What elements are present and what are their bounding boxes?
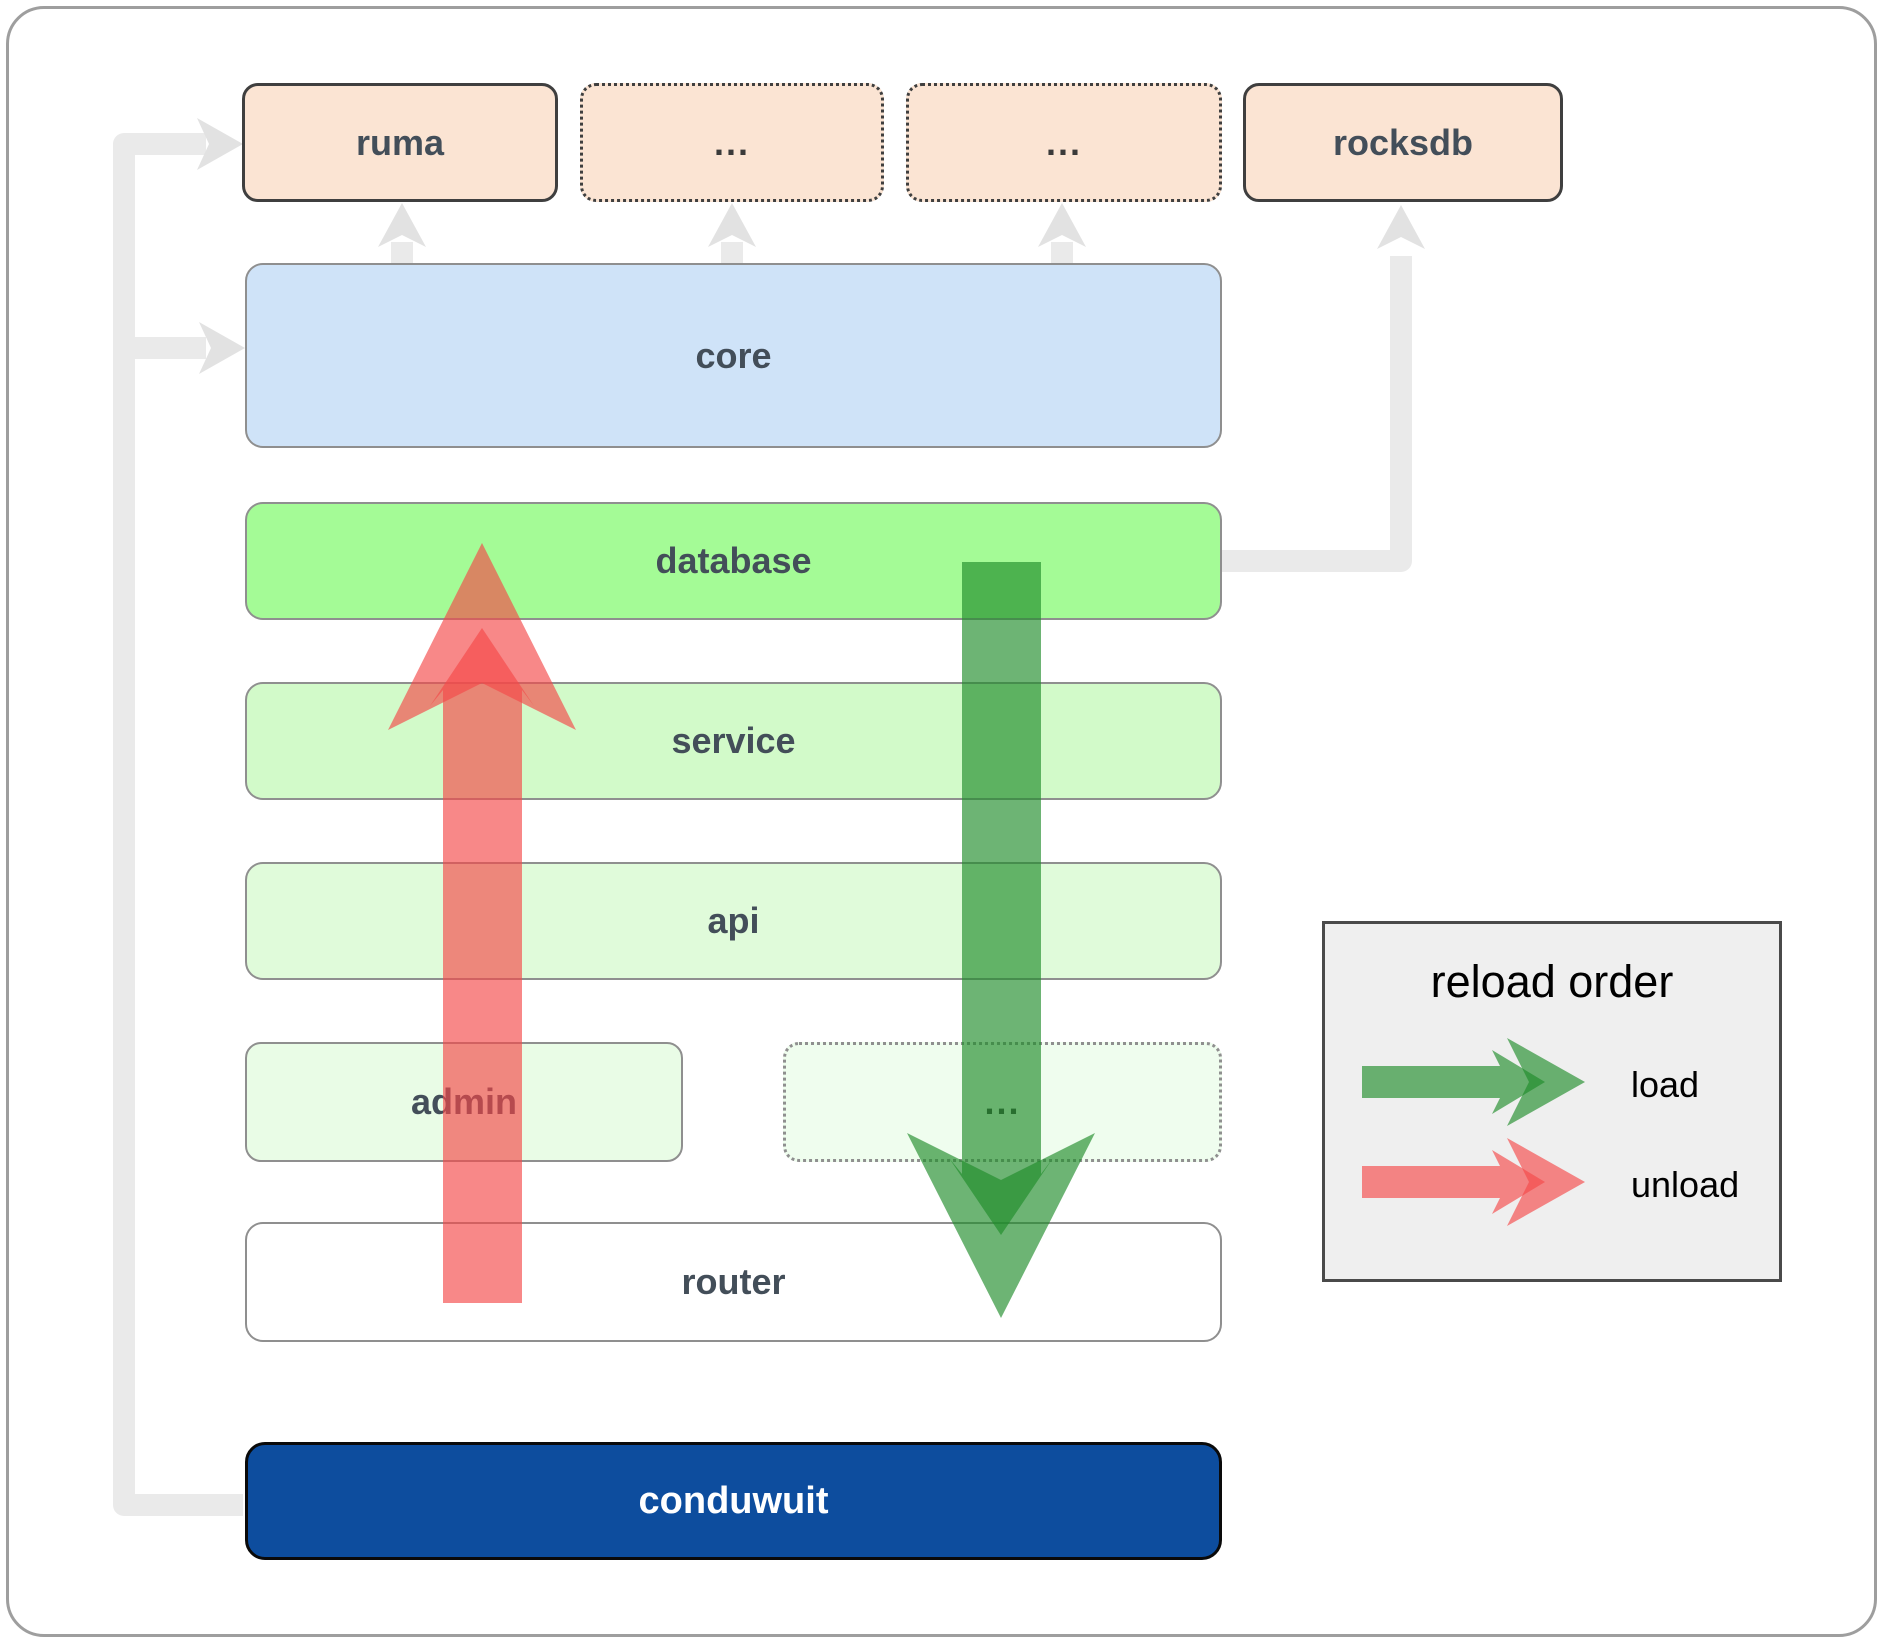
box-service: service: [245, 682, 1222, 800]
arrowhead-core-to-ruma: [378, 203, 426, 247]
box-api: api: [245, 862, 1222, 980]
arrowhead-into-core: [199, 322, 245, 374]
box-ruma: ruma: [242, 83, 558, 202]
database-to-rocksdb-line: [1221, 256, 1412, 572]
box-core-label: core: [695, 334, 772, 376]
box-rocksdb: rocksdb: [1243, 83, 1563, 202]
legend-title: reload order: [1430, 956, 1674, 1007]
box-ellipsis-bottom: ...: [783, 1042, 1222, 1162]
box-core: core: [245, 263, 1222, 448]
box-ellipsis-top-2-label: ...: [1045, 121, 1082, 163]
box-database: database: [245, 502, 1222, 620]
box-conduwuit: conduwuit: [245, 1442, 1222, 1560]
box-ellipsis-top-2: ...: [906, 83, 1222, 202]
box-router-label: router: [681, 1261, 786, 1302]
box-admin-label: admin: [410, 1081, 517, 1122]
arrowhead-into-ruma: [197, 118, 243, 170]
conduwuit-trunk-line: [113, 133, 243, 1516]
box-ruma-label: ruma: [355, 121, 445, 163]
box-ellipsis-bottom-label: ...: [984, 1081, 1021, 1122]
arrowhead-core-to-ellipsis1: [708, 203, 756, 247]
arrowhead-into-rocksdb: [1377, 205, 1425, 249]
box-service-label: service: [671, 720, 796, 761]
box-database-label: database: [655, 540, 812, 581]
box-admin: admin: [245, 1042, 683, 1162]
legend-load-label: load: [1631, 1064, 1700, 1105]
arrowhead-core-to-ellipsis2: [1038, 203, 1086, 247]
legend-panel: reload order load unload: [1322, 921, 1782, 1282]
box-router: router: [245, 1222, 1222, 1342]
box-rocksdb-label: rocksdb: [1332, 121, 1474, 163]
legend-unload-label: unload: [1631, 1164, 1740, 1205]
box-ellipsis-top-1: ...: [580, 83, 884, 202]
box-conduwuit-label: conduwuit: [638, 1479, 829, 1522]
box-ellipsis-top-1-label: ...: [713, 121, 750, 163]
outer-frame: [6, 6, 1877, 1637]
box-api-label: api: [707, 900, 760, 941]
